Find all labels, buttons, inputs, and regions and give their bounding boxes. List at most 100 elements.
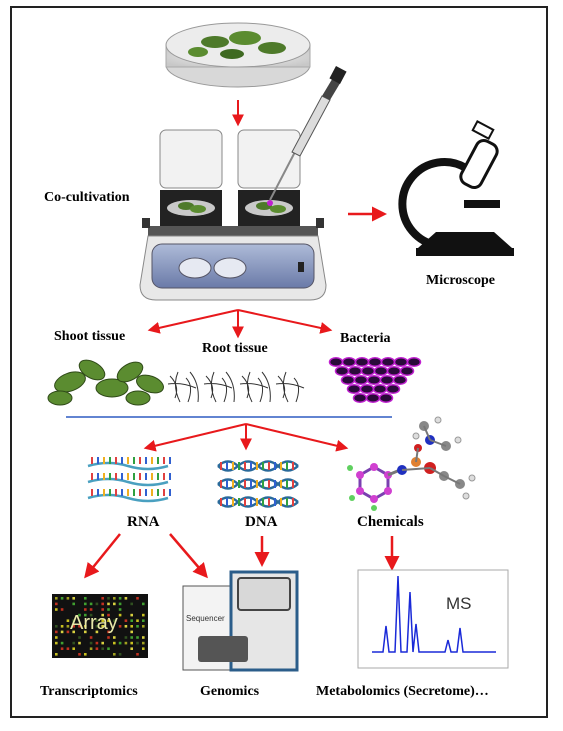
- label-shoot-tissue: Shoot tissue: [54, 329, 126, 344]
- array-spot: [66, 647, 70, 650]
- array-spot: [55, 597, 58, 600]
- arrow-rna-to-genomics: [169, 533, 208, 579]
- array-spot: [142, 647, 145, 650]
- array-spot: [89, 647, 93, 650]
- shaker-icon: [139, 129, 327, 301]
- bacterium-cell: [346, 384, 362, 394]
- bacterium-cell: [334, 366, 350, 376]
- array-spot: [136, 619, 139, 622]
- arrow-rna-to-transcriptomics: [84, 533, 121, 579]
- array-spot: [55, 653, 58, 656]
- array-spot: [66, 619, 70, 622]
- array-spot: [107, 597, 110, 600]
- root-tissue-icon: [167, 371, 305, 403]
- array-spot: [72, 647, 75, 650]
- pipette-icon: [269, 66, 347, 201]
- array-spot: [89, 613, 93, 617]
- array-spot: [84, 630, 87, 634]
- array-spot: [113, 619, 116, 622]
- array-spot: [84, 653, 87, 656]
- bacterium-cell: [379, 375, 395, 385]
- bacterium-cell: [386, 366, 402, 376]
- array-spot: [101, 641, 104, 645]
- ms-label: MS: [446, 594, 472, 613]
- array-spot: [101, 608, 104, 611]
- label-rna: RNA: [127, 514, 160, 530]
- array-spot: [118, 602, 122, 606]
- label-transcriptomics: Transcriptomics: [40, 684, 138, 699]
- array-label: Array: [70, 612, 118, 634]
- shoot-leaves-icon: [47, 359, 164, 406]
- bacterium-cell: [367, 357, 383, 367]
- array-spot: [118, 597, 122, 600]
- bacterium-cell: [360, 366, 376, 376]
- bacterium-cell: [392, 375, 408, 385]
- arrow-to-bacteria: [237, 309, 333, 334]
- bacterium-cell: [393, 357, 409, 367]
- array-spot: [113, 602, 116, 606]
- array-spot: [107, 613, 110, 617]
- array-spot: [124, 641, 128, 645]
- array-spot: [107, 636, 110, 639]
- array-spot: [124, 619, 128, 622]
- array-spot: [60, 647, 64, 650]
- array-spot: [66, 625, 70, 628]
- array-spot: [78, 653, 81, 656]
- array-spot: [60, 641, 64, 645]
- array-spot: [101, 597, 104, 600]
- array-spot: [130, 625, 133, 628]
- array-spot: [142, 636, 145, 639]
- bacterium-cell: [380, 357, 396, 367]
- bacterium-cell: [347, 366, 363, 376]
- bacterium-cell: [373, 366, 389, 376]
- array-spot: [55, 630, 58, 634]
- array-spot: [101, 619, 104, 622]
- bacterium-cell: [341, 357, 357, 367]
- array-spot: [78, 625, 81, 628]
- array-spot: [101, 647, 104, 650]
- microscope-icon: [398, 120, 514, 256]
- sequencer-label: Sequencer: [186, 614, 225, 623]
- array-spot: [95, 630, 99, 634]
- array-spot: [55, 636, 58, 639]
- array-spot: [124, 636, 128, 639]
- dna-helix-icon: [217, 460, 299, 508]
- bacterium-cell: [385, 384, 401, 394]
- array-spot: [101, 613, 104, 617]
- array-spot: [78, 641, 81, 645]
- bacterium-cell: [378, 393, 394, 403]
- array-spot: [118, 625, 122, 628]
- array-spot: [72, 625, 75, 628]
- array-spot: [124, 597, 128, 600]
- array-spot: [130, 630, 133, 634]
- mass-spectrum-icon: [357, 569, 509, 669]
- label-genomics: Genomics: [200, 684, 260, 699]
- array-spot: [130, 636, 133, 639]
- label-root-tissue: Root tissue: [202, 341, 268, 356]
- bacterium-cell: [354, 357, 370, 367]
- array-spot: [124, 625, 128, 628]
- array-spot: [60, 630, 64, 634]
- bacterium-cell: [340, 375, 356, 385]
- array-spot: [107, 630, 110, 634]
- array-spot: [72, 597, 75, 600]
- array-spot: [142, 619, 145, 622]
- arrow-to-chemicals: [245, 423, 349, 452]
- array-spot: [142, 625, 145, 628]
- array-spot: [107, 647, 110, 650]
- rna-strand: [87, 493, 169, 503]
- molecule-icon: [347, 416, 476, 511]
- array-spot: [113, 653, 116, 656]
- bacterium-cell: [365, 393, 381, 403]
- array-spot: [95, 625, 99, 628]
- bacterium-cell: [366, 375, 382, 385]
- bacterium-cell: [406, 357, 422, 367]
- bacterium-cell: [359, 384, 375, 394]
- microarray-icon: [52, 594, 148, 658]
- array-spot: [142, 613, 145, 617]
- bacterium-cell: [353, 375, 369, 385]
- array-spot: [72, 619, 75, 622]
- array-spot: [101, 625, 104, 628]
- label-chemicals: Chemicals: [357, 514, 424, 530]
